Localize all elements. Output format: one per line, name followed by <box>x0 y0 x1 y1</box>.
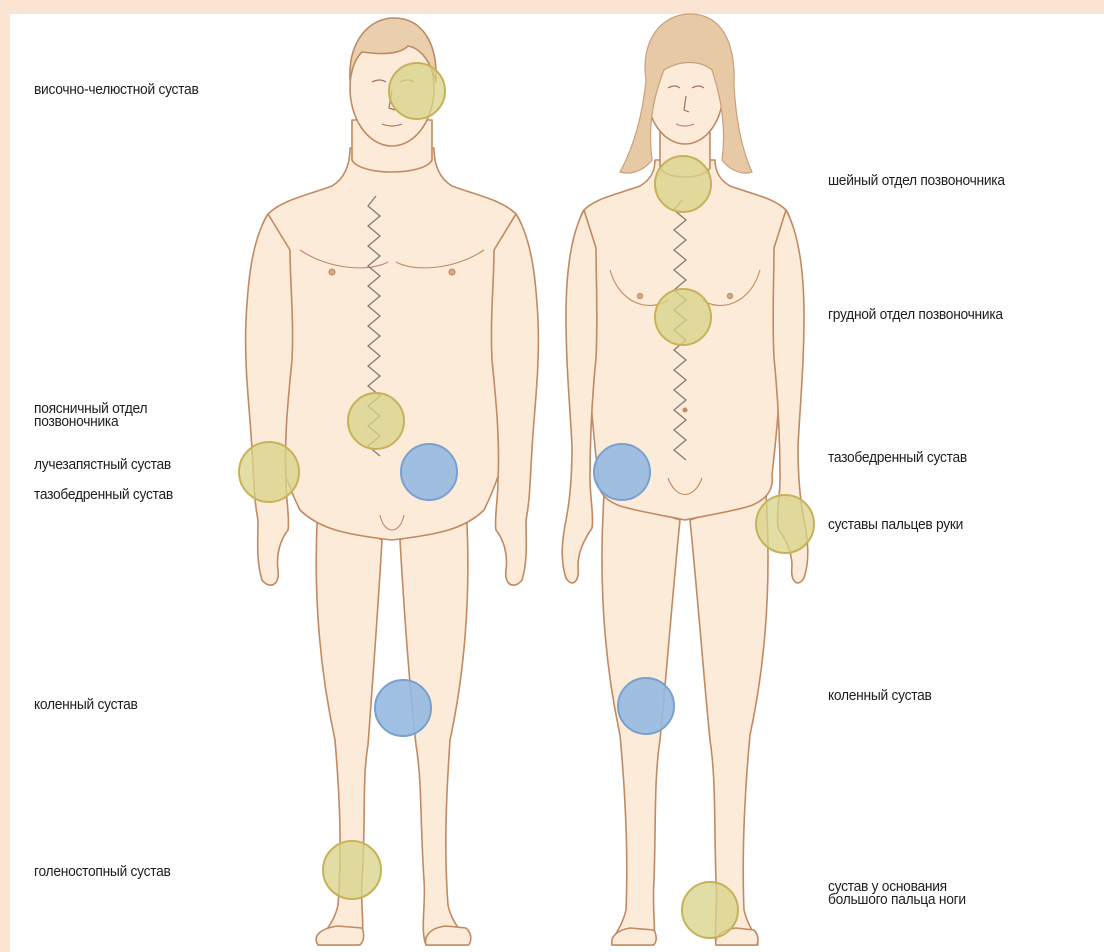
marker-ankle <box>323 841 381 899</box>
marker-thoracic <box>655 289 711 345</box>
label-hip-right: тазобедренный сустав <box>828 450 967 465</box>
marker-finger-joints <box>756 495 814 553</box>
label-finger-joints: суставы пальцев руки <box>828 517 963 532</box>
male-torso <box>260 148 525 540</box>
marker-hip-male <box>401 444 457 500</box>
male-left-arm <box>246 214 293 585</box>
label-hip-left: тазобедренный сустав <box>34 487 173 502</box>
label-tmj: височно-челюстной сустав <box>34 82 199 97</box>
marker-cervical <box>655 156 711 212</box>
label-knee-left: коленный сустав <box>34 697 138 712</box>
label-thoracic: грудной отдел позвоночника <box>828 307 1003 322</box>
male-right-arm <box>491 214 538 585</box>
label-big-toe: сустав у основания большого пальца ноги <box>828 880 966 906</box>
male-left-foot <box>316 926 363 945</box>
label-cervical: шейный отдел позвоночника <box>828 173 1005 188</box>
label-knee-right: коленный сустав <box>828 688 932 703</box>
marker-wrist <box>239 442 299 502</box>
label-ankle: голеностопный сустав <box>34 864 171 879</box>
marker-lumbar <box>348 393 404 449</box>
label-lumbar: поясничный отдел позвоночника <box>34 402 147 428</box>
marker-knee-female <box>618 678 674 734</box>
label-wrist: лучезапястный сустав <box>34 457 171 472</box>
marker-knee-male <box>375 680 431 736</box>
marker-tmj <box>389 63 445 119</box>
marker-big-toe <box>682 882 738 938</box>
female-right-leg <box>690 495 768 945</box>
marker-hip-female <box>594 444 650 500</box>
female-left-arm <box>562 210 597 583</box>
